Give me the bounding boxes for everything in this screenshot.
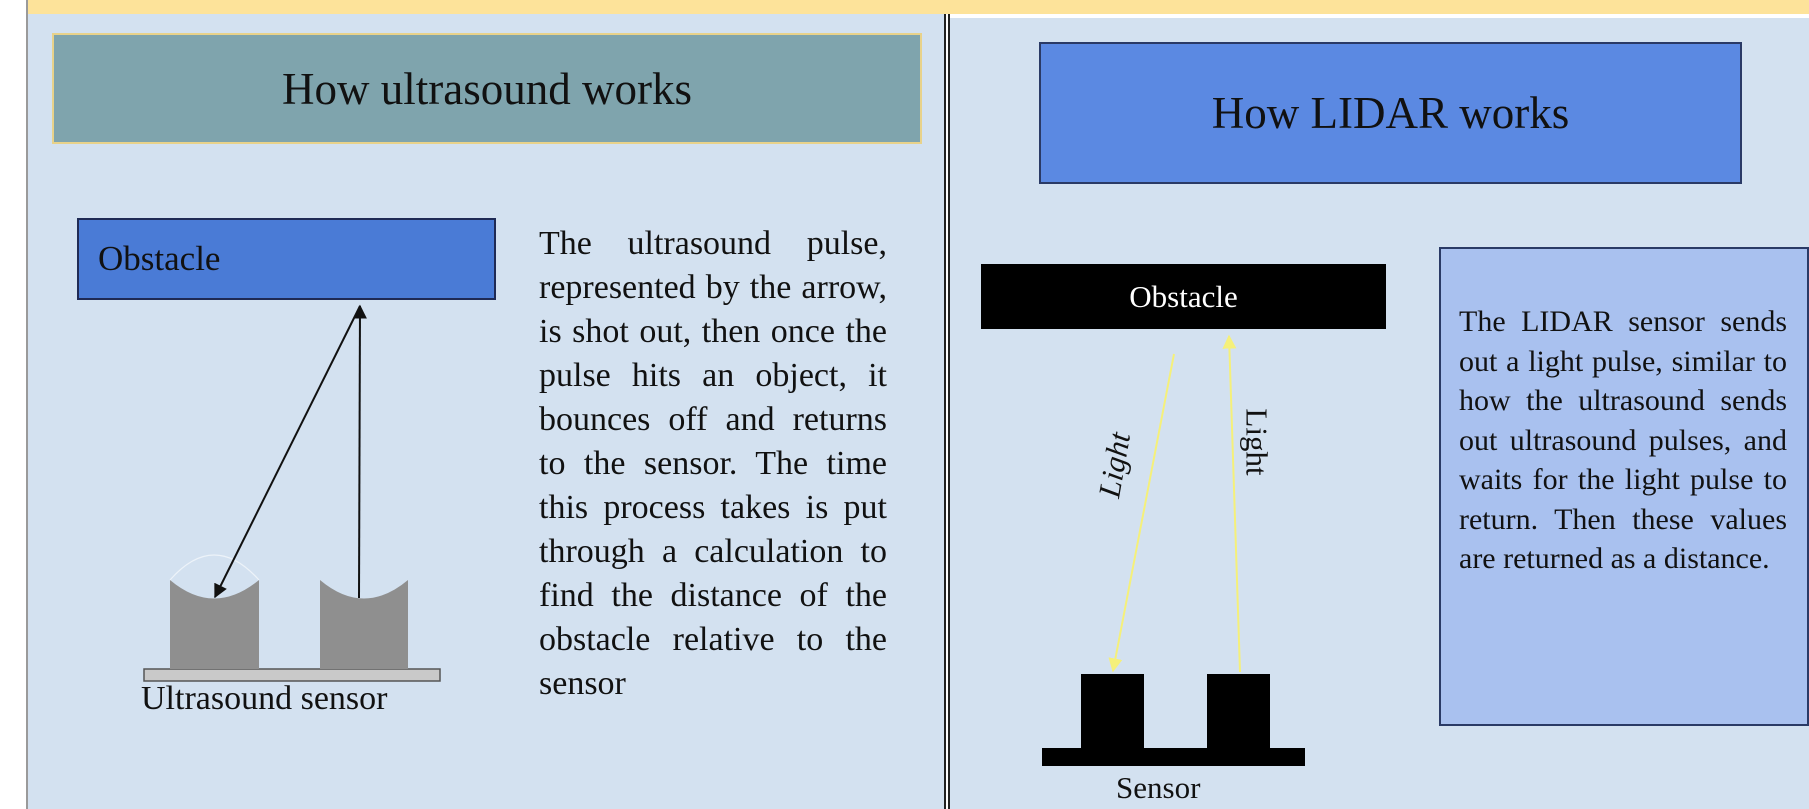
ultrasound-obstacle: Obstacle bbox=[77, 218, 496, 300]
ultrasound-obstacle-label: Obstacle bbox=[98, 239, 221, 278]
lidar-sensor bbox=[1042, 674, 1305, 766]
panel-divider bbox=[944, 14, 946, 809]
left-margin bbox=[0, 0, 26, 809]
ultrasound-title: How ultrasound works bbox=[52, 33, 922, 144]
ultrasound-description: The ultrasound pulse, represented by the… bbox=[539, 225, 887, 702]
lidar-emitter bbox=[1081, 674, 1144, 750]
lidar-base bbox=[1042, 748, 1305, 766]
light-beam-outgoing bbox=[1108, 353, 1175, 673]
lidar-description: The LIDAR sensor sends out a light pulse… bbox=[1459, 305, 1787, 575]
transducer-right bbox=[320, 580, 408, 669]
lidar-sensor-label: Sensor bbox=[1116, 770, 1201, 805]
light-beam-return bbox=[1222, 334, 1241, 673]
pulse-arrow-out bbox=[352, 304, 367, 599]
lidar-description-box bbox=[1439, 247, 1809, 726]
lidar-title: How LIDAR works bbox=[1039, 42, 1742, 184]
ultrasound-sensor bbox=[143, 554, 441, 682]
top-bar bbox=[0, 0, 1809, 14]
lidar-receiver bbox=[1207, 674, 1270, 750]
pulse-arrow-return bbox=[214, 305, 361, 599]
lidar-obstacle-label: Obstacle bbox=[1129, 278, 1238, 314]
panel-divider-second bbox=[948, 14, 950, 809]
ultrasound-sensor-label: Ultrasound sensor bbox=[141, 680, 388, 717]
left-border-line bbox=[26, 0, 28, 809]
lidar-obstacle: Obstacle bbox=[981, 264, 1386, 329]
transducer-left bbox=[170, 580, 259, 669]
sensor-base-plate bbox=[143, 668, 441, 682]
